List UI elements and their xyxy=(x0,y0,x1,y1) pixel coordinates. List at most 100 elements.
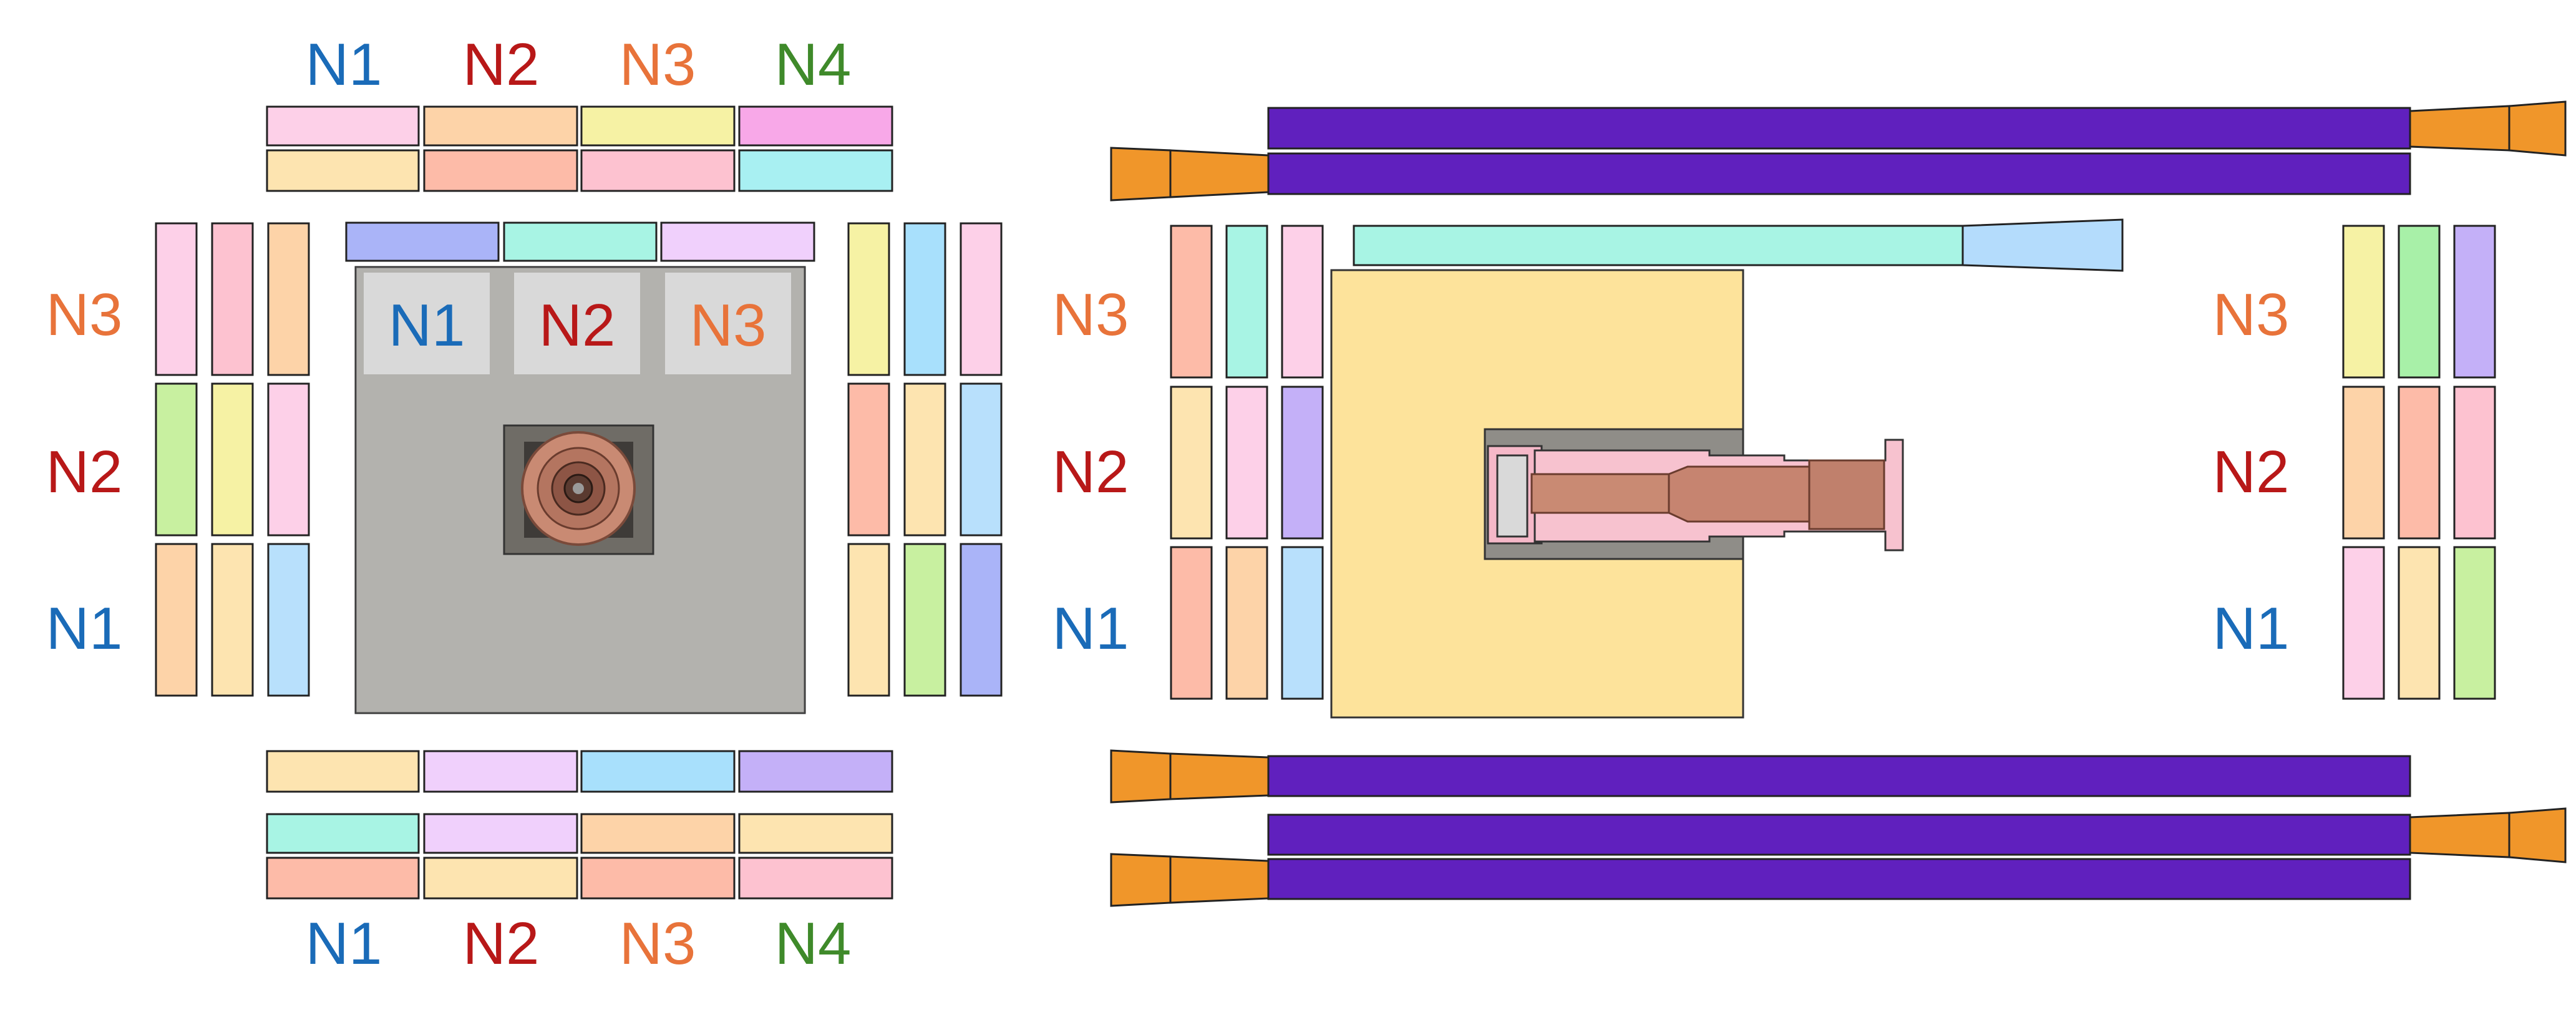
detector-segment xyxy=(503,221,658,262)
detector-segment xyxy=(580,149,736,192)
detector-segment xyxy=(580,813,736,854)
magnet-end-cap xyxy=(1110,853,1172,907)
magnet-end-cap xyxy=(1169,149,1270,198)
detector-segment xyxy=(266,105,420,147)
detector-segment xyxy=(1225,225,1268,379)
detector-segment xyxy=(738,149,893,192)
detector-segment xyxy=(1281,386,1324,540)
detector-segment xyxy=(423,857,578,900)
left-label-n3: N3 xyxy=(46,281,123,348)
top-label-n1: N1 xyxy=(306,31,382,98)
detector-segment xyxy=(2342,225,2385,379)
left-label-n2: N2 xyxy=(46,439,123,505)
bottom-magnet-assembly xyxy=(1110,749,2567,907)
top-detector-row-upper xyxy=(266,105,893,147)
detector-segment xyxy=(580,750,736,793)
detector-segment xyxy=(2342,546,2385,700)
detector-segment xyxy=(1281,225,1324,379)
right-detector-columns xyxy=(847,222,1003,697)
top-detector-row-lower xyxy=(266,149,893,192)
detector-segment xyxy=(2453,386,2496,540)
beam-tube-narrow xyxy=(1530,473,1670,514)
detector-segment xyxy=(266,750,420,793)
beam-tube-mid xyxy=(1668,465,1810,523)
bottom-label-n1: N1 xyxy=(306,910,382,977)
inner-label-box-n3 xyxy=(665,273,791,374)
inner-top-detector xyxy=(1353,225,1964,266)
top-label-n3: N3 xyxy=(620,31,696,98)
magnet-end-cap xyxy=(1110,749,1172,804)
side-left-label-n1: N1 xyxy=(1052,595,1129,662)
detector-segment xyxy=(903,543,946,697)
side-left-label-n3: N3 xyxy=(1052,281,1129,348)
detector-segment xyxy=(423,813,578,854)
detector-segment xyxy=(738,750,893,793)
bottom-label-n3: N3 xyxy=(620,910,696,977)
magnet-bar xyxy=(1267,755,2411,797)
detector-segment xyxy=(738,813,893,854)
magnet-bar xyxy=(1267,107,2411,150)
detector-segment xyxy=(1225,386,1268,540)
side-right-detector-columns xyxy=(2342,225,2496,700)
top-label-n4: N4 xyxy=(775,31,852,98)
bottom-label-n2: N2 xyxy=(463,910,540,977)
bottom-detector-row-1 xyxy=(266,750,893,793)
magnet-end-cap xyxy=(2508,100,2567,157)
detector-segment xyxy=(267,382,310,537)
detector-segment xyxy=(211,222,254,376)
bottom-label-n4: N4 xyxy=(775,910,852,977)
detector-segment xyxy=(2342,386,2385,540)
inner-label-n3: N3 xyxy=(690,292,767,359)
detector-segment xyxy=(267,543,310,697)
detector-segment xyxy=(2453,546,2496,700)
detector-segment xyxy=(155,543,198,697)
detector-segment xyxy=(960,543,1003,697)
detector-segment xyxy=(423,105,578,147)
top-magnet-assembly xyxy=(1110,100,2567,202)
side-view-panel: N3 N2 N1 N3 N2 N1 xyxy=(1052,100,2567,907)
detector-segment xyxy=(1170,386,1213,540)
detector-segment xyxy=(738,857,893,900)
detector-segment xyxy=(211,382,254,537)
detector-segment xyxy=(266,149,420,192)
beam-tube-wide xyxy=(1808,459,1885,530)
left-detector-columns xyxy=(155,222,310,697)
detector-segment xyxy=(738,105,893,147)
magnet-bar xyxy=(1267,814,2411,856)
detector-segment xyxy=(2453,225,2496,379)
magnet-bar xyxy=(1267,858,2411,900)
tapered-light-guide xyxy=(1961,218,2124,272)
bottom-detector-row-2 xyxy=(266,813,893,854)
detector-segment xyxy=(903,222,946,376)
detector-segment xyxy=(345,221,500,262)
detector-segment xyxy=(1170,225,1213,379)
detector-segment xyxy=(211,543,254,697)
detector-segment xyxy=(660,221,815,262)
detector-segment xyxy=(960,382,1003,537)
magnet-end-cap xyxy=(1169,752,1270,800)
top-label-n2: N2 xyxy=(463,31,540,98)
detector-segment xyxy=(266,813,420,854)
detector-segment xyxy=(423,750,578,793)
bottom-detector-row-3 xyxy=(266,857,893,900)
detector-segment xyxy=(155,222,198,376)
inner-label-n1: N1 xyxy=(389,292,465,359)
detector-segment xyxy=(2398,225,2441,379)
detector-segment xyxy=(155,382,198,537)
front-view-panel: N1 N2 N3 N4 N3 N2 N1 xyxy=(46,31,1003,977)
detector-segment xyxy=(580,105,736,147)
magnet-bar xyxy=(1267,152,2411,195)
detector-segment xyxy=(847,543,890,697)
side-right-label-n1: N1 xyxy=(2213,595,2290,662)
target-center xyxy=(573,483,584,494)
side-left-detector-columns xyxy=(1170,225,1324,700)
side-left-label-n2: N2 xyxy=(1052,439,1129,505)
detector-segment xyxy=(580,857,736,900)
side-right-label-n3: N3 xyxy=(2213,281,2290,348)
detector-segment xyxy=(1225,546,1268,700)
inner-detector-row xyxy=(345,221,815,262)
detector-segment xyxy=(267,222,310,376)
detector-segment xyxy=(1170,546,1213,700)
magnet-end-cap xyxy=(1169,855,1270,904)
